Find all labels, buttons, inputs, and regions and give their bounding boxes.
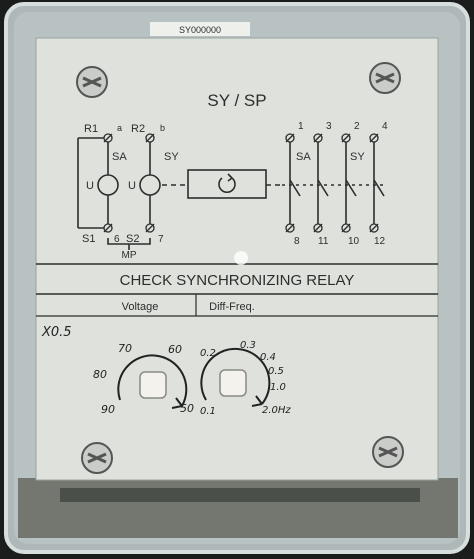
phase-mark-a: a xyxy=(117,123,122,133)
contact-label-1: 1 xyxy=(298,121,304,132)
multiplier-note: X0.5 xyxy=(41,325,72,340)
voltage-tick: 60 xyxy=(168,343,182,356)
contact-label-2: 2 xyxy=(354,121,360,132)
voltage-tick: 90 xyxy=(101,403,115,416)
freq-knob[interactable] xyxy=(219,369,247,397)
terminal-label-s1: S1 xyxy=(82,233,95,245)
relay-title: CHECK SYNCHRONIZING RELAY xyxy=(120,272,355,289)
meter-label-sa: SA xyxy=(112,151,127,163)
contact-label-3: 3 xyxy=(326,121,332,132)
freq-label: Diff-Freq. xyxy=(209,301,255,313)
contact-group-sy: SY xyxy=(350,151,365,163)
voltage-tick: 80 xyxy=(93,368,107,381)
coil-letter-u: U xyxy=(86,180,94,192)
freq-tick: 0.2 xyxy=(200,348,216,359)
model-label: SY / SP xyxy=(207,91,266,110)
screw-icon xyxy=(76,66,108,98)
freq-tick: 1.0 xyxy=(270,382,286,393)
terminal-label-s2: S2 xyxy=(126,233,139,245)
top-strip-text: SY000000 xyxy=(179,25,221,35)
contact-label-4: 4 xyxy=(382,121,388,132)
voltage-tick: 70 xyxy=(118,342,132,355)
phase-mark-b: b xyxy=(160,123,165,133)
freq-tick: 0.1 xyxy=(200,406,216,417)
terminal-label-6: 6 xyxy=(114,234,120,245)
mp-label: MP xyxy=(122,250,137,261)
screw-icon xyxy=(369,62,401,94)
terminal-label-7: 7 xyxy=(158,234,164,245)
freq-dial[interactable] xyxy=(200,347,271,407)
contact-label-12: 12 xyxy=(374,236,386,247)
light-glare xyxy=(234,251,248,265)
relay-base xyxy=(18,478,458,538)
freq-tick: 0.5 xyxy=(268,366,284,377)
screw-icon xyxy=(81,442,113,474)
screw-icon xyxy=(372,436,404,468)
freq-tick: 0.3 xyxy=(240,340,256,351)
base-connector xyxy=(60,488,420,502)
terminal-points xyxy=(103,133,379,233)
contact-label-10: 10 xyxy=(348,236,360,247)
contact-group-sa: SA xyxy=(296,151,311,163)
wiring-schematic xyxy=(77,137,385,250)
voltage-dial[interactable] xyxy=(117,354,188,409)
voltage-knob[interactable] xyxy=(139,371,167,399)
freq-tick: 2.0Hz xyxy=(262,405,291,416)
terminal-label-r1: R1 xyxy=(84,123,98,135)
coil-letter-u: U xyxy=(128,180,136,192)
voltage-label: Voltage xyxy=(122,301,159,313)
meter-label-sy: SY xyxy=(164,151,179,163)
voltage-tick: 50 xyxy=(180,402,194,415)
contact-label-8: 8 xyxy=(294,236,300,247)
contact-label-11: 11 xyxy=(318,236,329,247)
top-label-strip xyxy=(150,22,250,36)
freq-tick: 0.4 xyxy=(260,352,276,363)
terminal-label-r2: R2 xyxy=(131,123,145,135)
